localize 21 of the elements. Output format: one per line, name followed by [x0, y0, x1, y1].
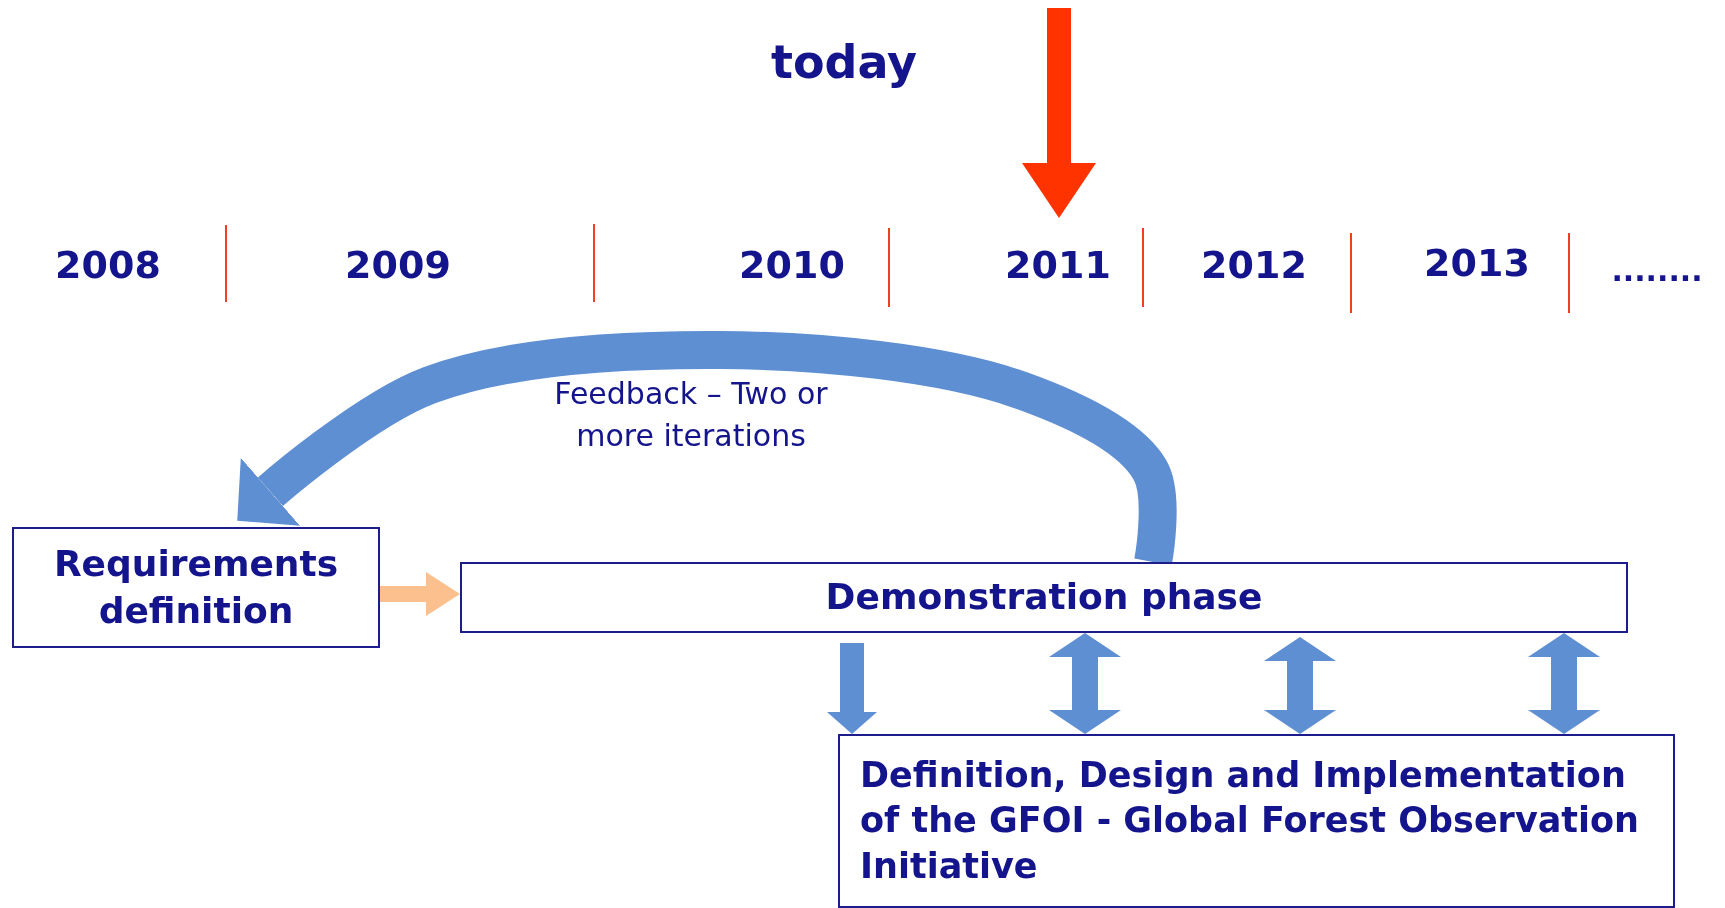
- process-box: [838, 734, 1675, 908]
- box-label: Demonstration phase: [825, 575, 1263, 620]
- year-label: 2012: [1201, 243, 1307, 287]
- timeline-marker-label: today: [770, 35, 918, 89]
- block-arrow: [1049, 633, 1121, 734]
- block-arrow: [1264, 637, 1336, 734]
- process-box: [12, 527, 380, 648]
- block-arrow: [827, 643, 877, 734]
- box-label: Requirements definition: [52, 541, 340, 633]
- year-label: 2008: [55, 243, 161, 287]
- block-arrow: [237, 331, 1177, 565]
- box-label: Definition, Design and Implementation of the GFOI - Global Forest Observation Initiative: [860, 753, 1640, 888]
- process-box: [460, 562, 1628, 633]
- year-label: 2010: [739, 243, 845, 287]
- continuation-dots: ........: [1611, 252, 1703, 288]
- edge-label: Feedback – Two or more iterations: [553, 375, 829, 455]
- year-label: 2011: [1005, 243, 1111, 287]
- year-label: 2009: [345, 243, 451, 287]
- block-arrow: [380, 572, 460, 616]
- year-label: 2013: [1424, 241, 1530, 285]
- block-arrow: [1528, 633, 1600, 734]
